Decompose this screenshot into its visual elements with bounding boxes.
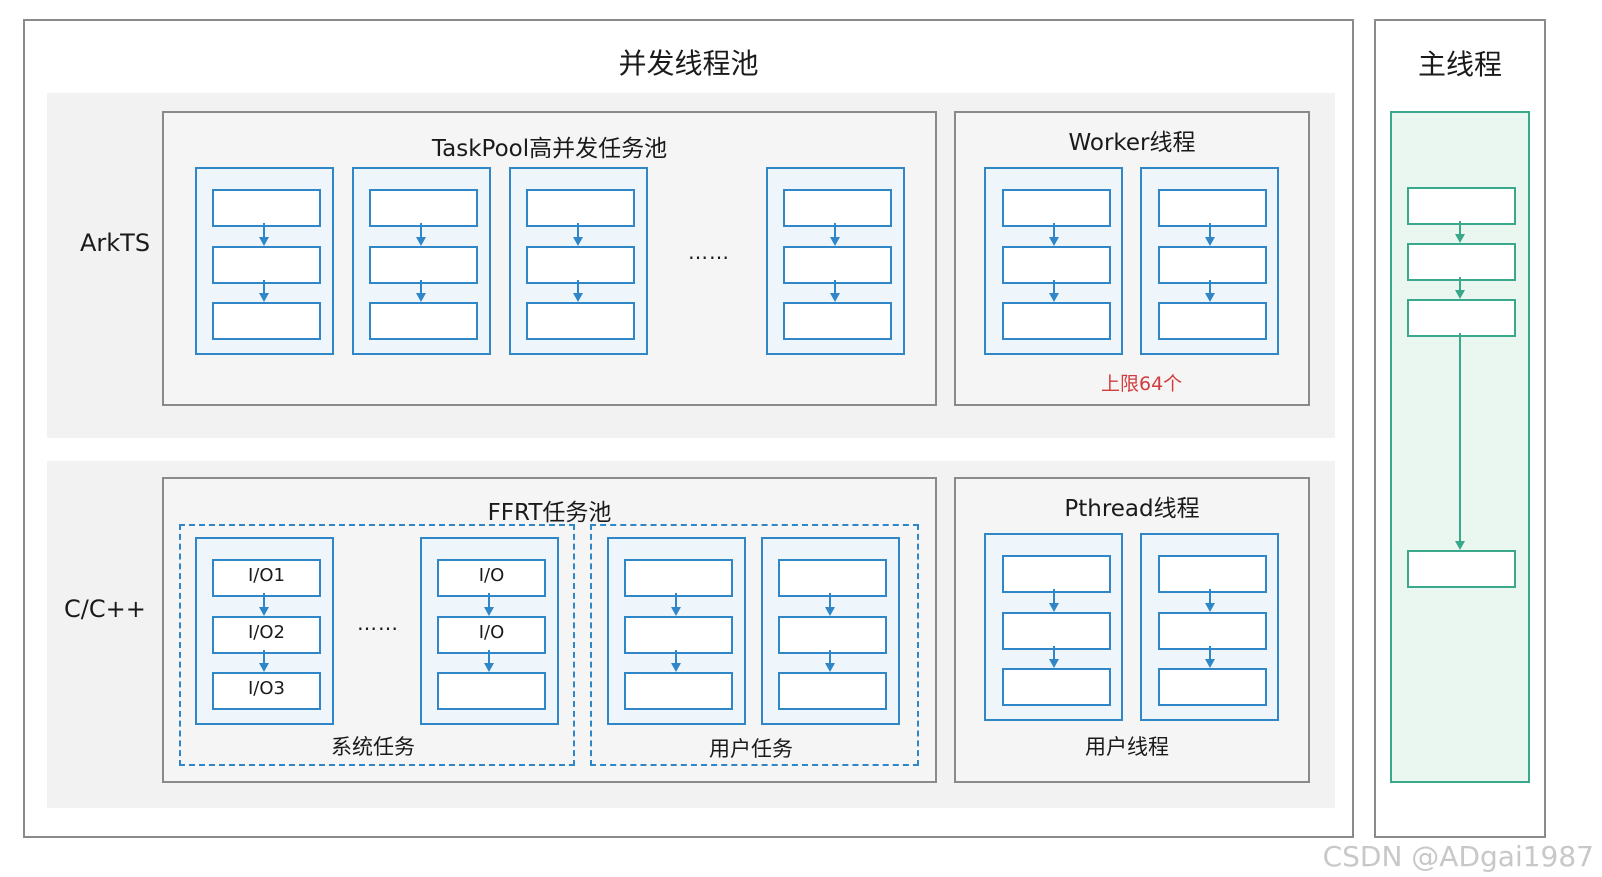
taskpool-ellipsis: …… [688,240,730,264]
task-box [1158,246,1267,284]
main-task-box [1407,550,1516,588]
io-task-box: I/O1 [212,559,321,597]
task-box [212,189,321,227]
task-box [526,302,635,340]
task-box [624,672,733,710]
pthread-caption: 用户线程 [1085,735,1169,759]
task-box [212,302,321,340]
system-tasks-ellipsis: …… [357,611,399,635]
task-box [778,616,887,654]
task-box [1002,668,1111,706]
user-tasks-group [590,524,919,766]
watermark: CSDN @ADgai1987 [1322,840,1594,873]
task-box [1158,668,1267,706]
task-box [1158,302,1267,340]
concurrency-pool-title: 并发线程池 [618,47,759,80]
main-task-box [1407,299,1516,337]
task-box [783,189,892,227]
main-task-box [1407,243,1516,281]
task-box [1002,612,1111,650]
io-task-box [437,672,546,710]
task-box [783,246,892,284]
task-box [369,246,478,284]
worker-limit-note: 上限64个 [1101,373,1183,395]
io-task-box: I/O3 [212,672,321,710]
task-box [1158,555,1267,593]
user-tasks-caption: 用户任务 [709,737,793,761]
io-task-box: I/O [437,616,546,654]
task-box [624,616,733,654]
arkts-label: ArkTS [80,229,151,257]
task-box [624,559,733,597]
taskpool-title: TaskPool高并发任务池 [431,136,668,162]
task-box [1002,555,1111,593]
task-box [1002,302,1111,340]
task-box [369,302,478,340]
task-box [526,189,635,227]
system-tasks-caption: 系统任务 [331,735,415,759]
task-box [526,246,635,284]
task-box [369,189,478,227]
main-thread-title: 主线程 [1417,48,1502,81]
task-box [1158,189,1267,227]
task-box [1002,246,1111,284]
main-task-box [1407,187,1516,225]
task-box [212,246,321,284]
task-box [783,302,892,340]
task-box [1158,612,1267,650]
task-box [1002,189,1111,227]
task-box [778,559,887,597]
ffrt-title: FFRT任务池 [487,500,612,526]
io-task-box: I/O [437,559,546,597]
pthread-title: Pthread线程 [1064,496,1200,522]
system-tasks-group [179,524,575,766]
io-task-box: I/O2 [212,616,321,654]
task-box [778,672,887,710]
cpp-label: C/C++ [64,595,146,623]
worker-title: Worker线程 [1068,130,1196,156]
